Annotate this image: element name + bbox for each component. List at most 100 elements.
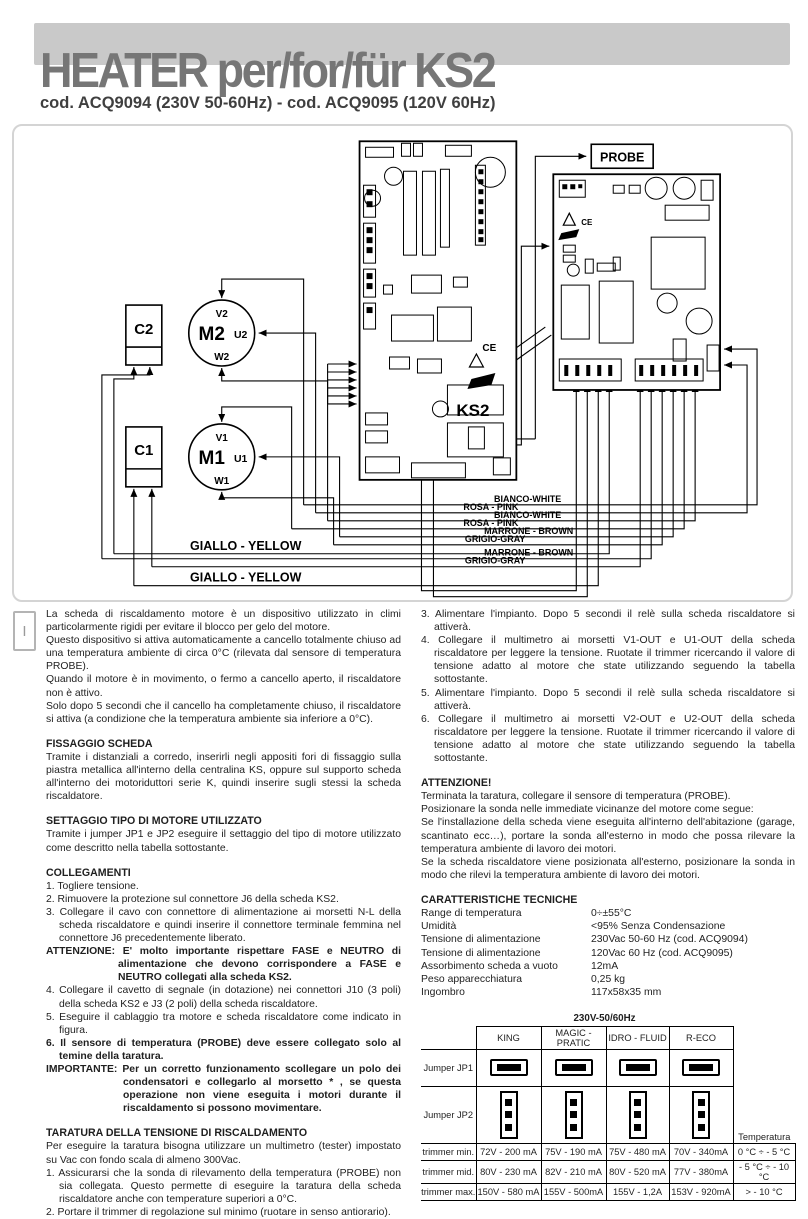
spec-row: Ingombro 117x58x35 mm [421,986,795,999]
table-cell: 155V - 500mA [540,1182,607,1201]
motor-settings-table: 230V-50/60Hz KING MAGIC - PRATIC IDRO - … [421,1010,796,1201]
motor1-label: M1 [199,448,226,469]
column-header-king: KING [475,1025,542,1050]
section-body: Terminata la taratura, collegare il sens… [421,791,731,803]
spec-value: 120Vac 60 Hz (cod. ACQ9095) [591,947,733,959]
jumper-pin [570,1124,577,1132]
jumper-bar [625,1064,650,1072]
jumper-pin [634,1111,641,1119]
wire-label-white-2: BIANCO-WHITE [494,510,561,520]
spec-row: Tensione di alimentazione 230Vac 50-60 H… [421,933,795,946]
motor2-terminal-u2: U2 [234,330,248,341]
jumper-vertical-icon [564,1090,583,1139]
spec-row: Umidità <95% Senza Condensazione [421,920,795,933]
wiring-diagram-svg: KS2 CE [101,140,758,598]
jumper-pin [697,1124,705,1132]
spec-row: Range di temperatura 0÷±55°C [421,907,795,920]
jumper-pin [505,1111,512,1119]
column-header-idro-fluid: IDRO - FLUID [605,1025,670,1050]
wire-label-gray-1: GRIGIO-GRAY [465,534,525,544]
section-title-taratura: TARATURA DELLA TENSIONE DI RISCALDAMENTO [46,1127,308,1140]
spec-value: 0,25 kg [591,973,626,985]
jumper-bar [561,1064,586,1072]
wire-label-pink-1: ROSA - PINK [463,502,519,512]
warning-note: ATTENZIONE: E' molto importante rispetta… [46,946,401,984]
left-text-column: La scheda di riscaldamento motore è un d… [46,608,401,1219]
section-title-collegamenti: COLLEGAMENTI [46,866,131,879]
jumper-horizontal-icon [618,1059,657,1077]
spec-value: 12mA [591,960,619,972]
jumper-pin [634,1098,641,1106]
page-title: HEATER per/for/für KS2 [40,42,497,99]
section-title-caratteristiche: CARATTERISTICHE TECNICHE [421,893,578,906]
ks2-board-label: KS2 [456,401,489,420]
section-title-attenzione: ATTENZIONE! [421,777,492,790]
list-item: 5. Alimentare l'impianto. Dopo 5 secondi… [421,687,795,712]
capacitor2-label: C2 [134,321,153,338]
wiring-harness [101,152,758,598]
list-item: 3. Alimentare l'impianto. Dopo 5 secondi… [421,609,795,634]
motor2-terminal-w2: W2 [214,352,229,363]
list-item: 6. Collegare il multimetro ai morsetti V… [421,713,795,765]
heater-board [552,173,721,391]
jumper-pin [697,1111,705,1119]
section-body: Posizionare la sonda nelle immediate vic… [421,804,754,816]
probe-label: PROBE [600,150,644,164]
motor1-terminal-u1: U1 [234,454,248,465]
table-cell: 150V - 580 mA [475,1182,542,1201]
jumper-bar [689,1064,714,1072]
ce-mark-heater: CE [581,218,592,227]
spec-row: Assorbimento scheda a vuoto 12mA [421,960,795,973]
jumper-bar [496,1064,521,1072]
table-cell: 75V - 480 mA [605,1142,670,1161]
subtitle: cod. ACQ9094 (230V 50-60Hz) - cod. ACQ90… [40,94,496,112]
section-title-settaggio: SETTAGGIO TIPO DI MOTORE UTILIZZATO [46,815,262,828]
table-cell: 72V - 200 mA [475,1142,542,1161]
table-cell-temp: - 5 °C ÷ - 10 °C [732,1159,796,1184]
jumper-horizontal-icon [489,1059,528,1077]
list-item: 1. Togliere tensione. [46,880,139,892]
list-item: 2. Rimuovere la protezione sul connettor… [46,893,339,905]
table-cell-temp: 0 °C ÷ - 5 °C [732,1142,796,1161]
wire-label-brown-2: MARRONE - BROWN [484,548,573,558]
jumper-horizontal-icon [554,1059,593,1077]
intro-paragraph: La scheda di riscaldamento motore è un d… [46,609,401,634]
ks2-board [358,140,518,481]
spec-label: Tensione di alimentazione [421,947,541,959]
table-title: 230V-50/60Hz [573,1012,636,1024]
section-body: Per eseguire la taratura bisogna utilizz… [46,1141,401,1166]
list-item: 2. Portare il trimmer di regolazione sul… [46,1206,391,1218]
section-title-fissaggio: FISSAGGIO SCHEDA [46,737,153,750]
list-item: 3. Collegare il cavo con connettore di a… [46,906,401,945]
wire-label-brown-1: MARRONE - BROWN [484,526,573,536]
table-cell: 155V - 1,2A [605,1182,670,1201]
table-cell: 82V - 210 mA [540,1159,607,1184]
jumper-vertical-icon [628,1090,647,1139]
table-cell: 75V - 190 mA [540,1142,607,1161]
list-item: 5. Eseguire il cablaggio tra motore e sc… [46,1011,401,1036]
wire-label-white-1: BIANCO-WHITE [494,494,561,504]
table-cell: 77V - 380mA [668,1159,734,1184]
section-body: Se la scheda riscaldatore viene posizion… [421,856,795,881]
spec-label: Assorbimento scheda a vuoto [421,960,558,972]
wiring-diagram-panel: KS2 CE [12,124,793,602]
jumper-vertical-icon [499,1090,518,1139]
jumper-pin [505,1098,512,1106]
motor1-terminal-v1: V1 [216,433,229,444]
intro-paragraph: Solo dopo 5 secondi che il cancello ha c… [46,700,401,725]
motor1-terminal-w1: W1 [214,476,229,487]
intro-paragraph: Questo dispositivo si attiva automaticam… [46,635,401,673]
jumper-pin [697,1098,705,1106]
row-label-jp1: Jumper JP1 [421,1048,477,1087]
column-header-r-eco: R-ECO [668,1025,734,1050]
row-label: trimmer max. [421,1182,477,1201]
jumper-pin [570,1098,577,1106]
section-body: Tramite i distanziali a corredo, inserir… [46,751,401,803]
table-cell-temp: > - 10 °C [732,1182,796,1201]
important-note: IMPORTANTE: Per un corretto funzionament… [46,1064,401,1115]
motors-capacitors [125,299,256,491]
spec-value: 230Vac 50-60 Hz (cod. ACQ9094) [591,934,748,946]
wire-label-yellow-1: GIALLO - YELLOW [190,539,302,553]
spec-label: Tensione di alimentazione [421,934,541,946]
spec-value: 117x58x35 mm [591,987,662,999]
